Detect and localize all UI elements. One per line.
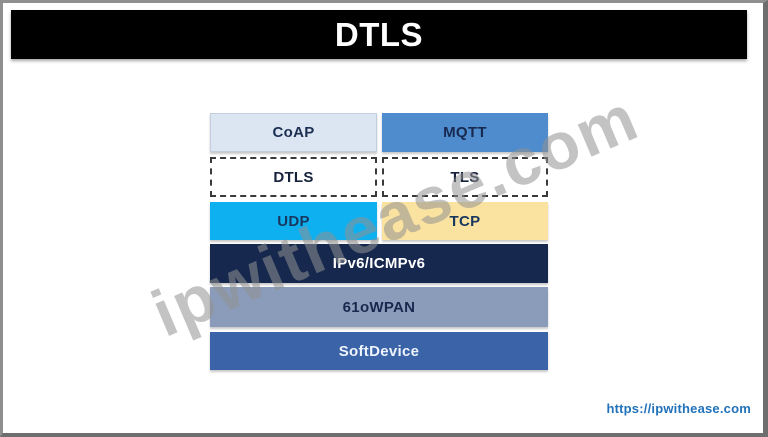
title-bar: DTLS [11, 10, 747, 59]
website-link[interactable]: https://ipwithease.com [606, 401, 751, 416]
stack-box-dtls: DTLS [210, 157, 377, 197]
stack-box-ipv6-icmpv6: IPv6/ICMPv6 [210, 244, 548, 283]
stack-box-6lowpan: 61oWPAN [210, 287, 548, 327]
protocol-stack-diagram: CoAP MQTT DTLS TLS UDP TCP IPv6/ICMPv6 6… [210, 113, 548, 373]
stack-box-mqtt: MQTT [382, 113, 548, 152]
stack-box-tcp: TCP [382, 202, 548, 240]
stack-box-udp: UDP [210, 202, 377, 240]
page-title: DTLS [334, 15, 424, 53]
stack-box-softdevice: SoftDevice [210, 332, 548, 370]
stack-box-coap: CoAP [210, 113, 377, 152]
stack-box-tls: TLS [382, 157, 548, 197]
